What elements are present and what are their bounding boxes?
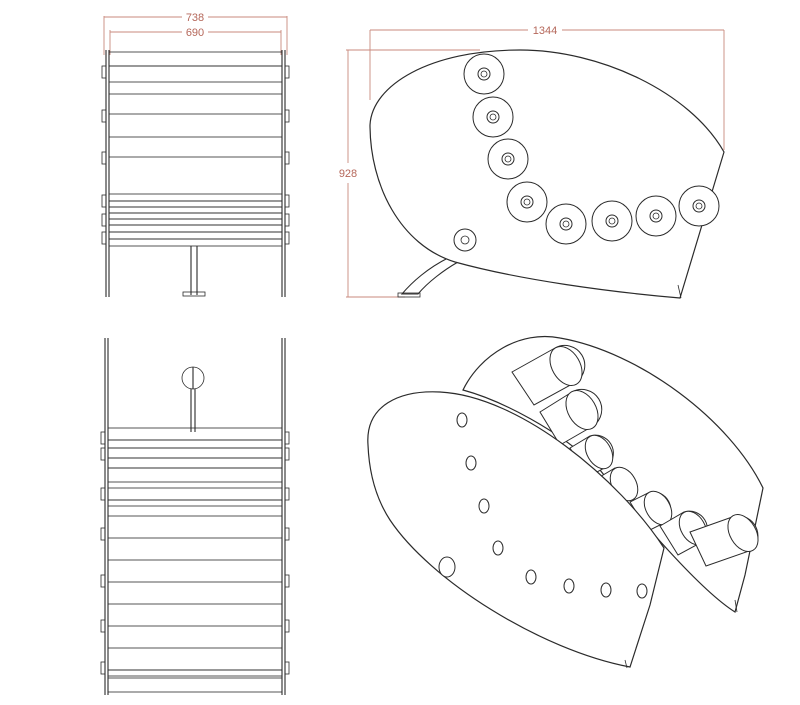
top-view-rollers (107, 427, 283, 693)
iso-front-panel (367, 391, 665, 668)
side-panel (369, 49, 725, 299)
isometric-view (367, 336, 764, 669)
dimension-height: 928 (339, 49, 480, 298)
iso-panel-holes (438, 412, 648, 599)
front-view-rollers (108, 51, 283, 247)
dimension-inner-width-label: 690 (186, 27, 204, 39)
side-view: 1344 928 (339, 25, 725, 299)
dimension-inner-width: 690 (109, 27, 282, 55)
dimension-height-label: 928 (339, 168, 357, 180)
side-view-roller-ends (453, 53, 720, 252)
dimension-length-label: 1344 (533, 25, 557, 37)
dimension-overall-width-label: 738 (186, 12, 204, 24)
dimension-overall-width: 738 (103, 12, 288, 55)
front-view: 738 690 (101, 12, 290, 297)
top-view-bolts (100, 431, 290, 675)
top-view (100, 338, 290, 695)
front-view-support (182, 246, 206, 297)
dimension-length: 1344 (369, 25, 725, 150)
front-view-bolts (101, 65, 290, 245)
